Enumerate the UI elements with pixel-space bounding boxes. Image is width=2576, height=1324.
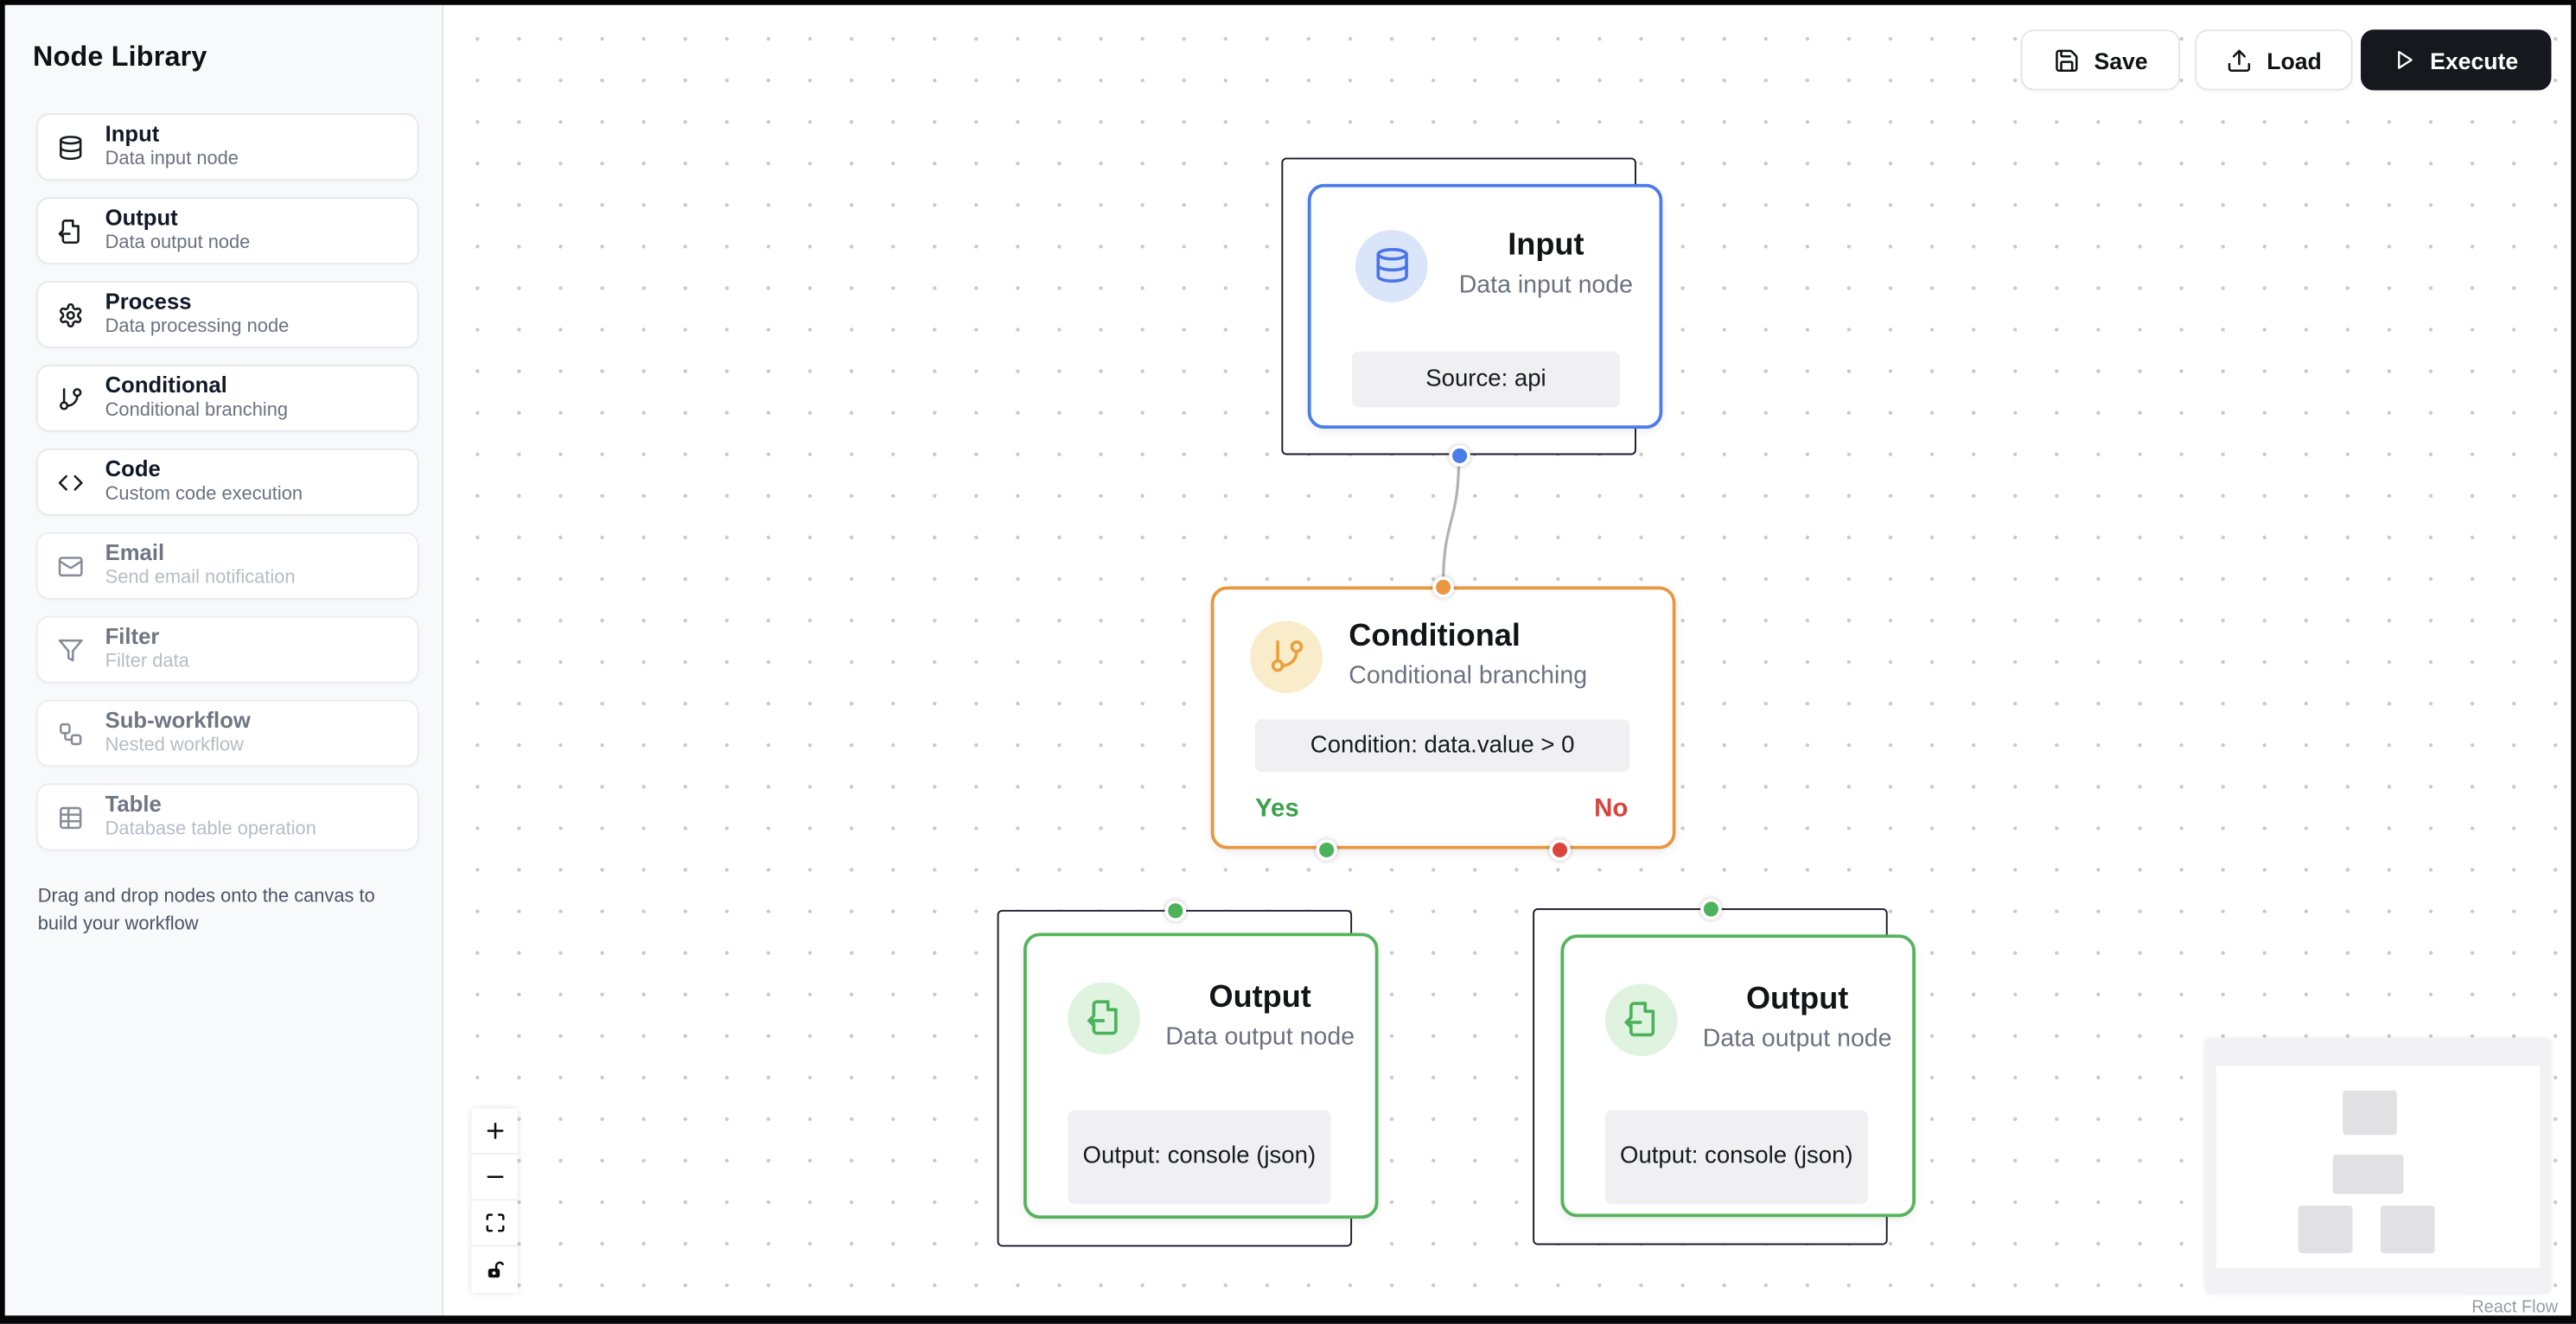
sidebar-item-label: Output <box>105 204 178 230</box>
node-title: Output <box>1745 982 1849 1017</box>
node-detail: Output: console (json) <box>1068 1110 1331 1205</box>
plus-icon <box>486 1123 503 1139</box>
save-button[interactable]: Save <box>2020 29 2180 91</box>
handle-output-left-target[interactable] <box>1164 899 1186 921</box>
sidebar-item-label: Conditional <box>105 372 227 398</box>
node-detail: Output: console (json) <box>1604 1110 1868 1205</box>
workflow-icon <box>58 720 84 746</box>
node-conditional-card[interactable]: Conditional Conditional branching Condit… <box>1210 586 1676 850</box>
execute-button[interactable]: Execute <box>2361 29 2552 91</box>
load-label: Load <box>2267 47 2322 73</box>
upload-icon <box>2226 47 2252 73</box>
gear-icon <box>58 302 84 328</box>
git-branch-icon <box>58 385 84 411</box>
node-detail: Source: api <box>1352 351 1620 408</box>
handle-input-source[interactable] <box>1448 445 1470 467</box>
sidebar-hint: Drag and drop nodes onto the canvas to b… <box>37 887 375 934</box>
sidebar-item-label: Sub-workflow <box>105 707 251 732</box>
save-icon <box>2053 47 2079 73</box>
sidebar-item-desc: Database table operation <box>105 820 316 841</box>
filter-icon <box>58 636 84 662</box>
handle-conditional-no[interactable] <box>1549 838 1571 860</box>
save-label: Save <box>2094 47 2148 73</box>
sidebar-item-desc: Filter data <box>105 652 189 673</box>
node-title: Input <box>1508 228 1584 264</box>
code-icon <box>58 469 84 495</box>
git-branch-icon <box>1250 621 1323 693</box>
node-subtitle: Data output node <box>1702 1024 1892 1053</box>
node-subtitle: Data output node <box>1165 1022 1355 1051</box>
zoom-out-button[interactable] <box>471 1155 518 1201</box>
sidebar-item-desc: Data output node <box>105 233 251 254</box>
handle-conditional-yes[interactable] <box>1316 838 1338 860</box>
database-icon <box>58 134 84 160</box>
file-output-icon <box>1068 982 1140 1054</box>
node-title: Output <box>1208 980 1311 1015</box>
lock-toggle-button[interactable] <box>471 1246 518 1293</box>
sidebar-item-label: Process <box>105 288 192 314</box>
minimap-node-output-left <box>2298 1205 2353 1254</box>
node-output-right-card[interactable]: Output Data output node Output: console … <box>1560 934 1916 1218</box>
minus-icon <box>486 1175 503 1178</box>
sidebar-item-label: Filter <box>105 623 160 648</box>
play-icon <box>2394 49 2415 71</box>
load-button[interactable]: Load <box>2195 29 2353 91</box>
node-title: Conditional <box>1349 619 1521 654</box>
handle-output-right-target[interactable] <box>1699 897 1721 920</box>
fit-view-button[interactable] <box>471 1200 518 1247</box>
database-icon <box>1355 229 1428 302</box>
fit-view-icon <box>485 1213 504 1232</box>
node-subtitle: Data input node <box>1458 271 1634 299</box>
sidebar-item-label: Email <box>105 539 165 564</box>
sidebar-item-desc: Data input node <box>105 150 239 170</box>
sidebar-item-label: Input <box>105 120 160 146</box>
minimap-node-conditional <box>2332 1155 2404 1194</box>
minimap-node-input <box>2343 1090 2397 1136</box>
file-output-icon <box>1604 983 1678 1056</box>
canvas-controls <box>471 1108 518 1293</box>
node-input-card[interactable]: Input Data input node Source: api <box>1307 183 1663 430</box>
yes-branch-label: Yes <box>1254 794 1299 824</box>
sidebar-item-desc: Conditional branching <box>105 401 289 422</box>
file-output-icon <box>58 218 84 244</box>
node-detail: Condition: data.value > 0 <box>1254 719 1630 773</box>
zoom-in-button[interactable] <box>471 1108 518 1155</box>
table-icon <box>58 804 84 830</box>
node-output-left-card[interactable]: Output Data output node Output: console … <box>1023 933 1379 1219</box>
sidebar-item-desc: Data processing node <box>105 317 290 338</box>
sidebar-item-label: Table <box>105 791 162 816</box>
unlock-icon <box>487 1260 503 1277</box>
execute-label: Execute <box>2430 47 2519 73</box>
sidebar-item-desc: Send email notification <box>105 569 296 589</box>
sidebar-item-desc: Nested workflow <box>105 736 244 757</box>
handle-conditional-target[interactable] <box>1432 576 1454 597</box>
sidebar-item-label: Code <box>105 455 161 481</box>
sidebar-title: Node Library <box>33 41 207 73</box>
react-flow-attribution[interactable]: React Flow <box>2463 1295 2566 1320</box>
mail-icon <box>58 553 84 579</box>
minimap-node-output-right <box>2380 1205 2435 1254</box>
node-subtitle: Conditional branching <box>1349 661 1588 690</box>
no-branch-label: No <box>1594 794 1629 824</box>
sidebar-item-desc: Custom code execution <box>105 485 303 506</box>
minimap[interactable] <box>2204 1038 2552 1295</box>
